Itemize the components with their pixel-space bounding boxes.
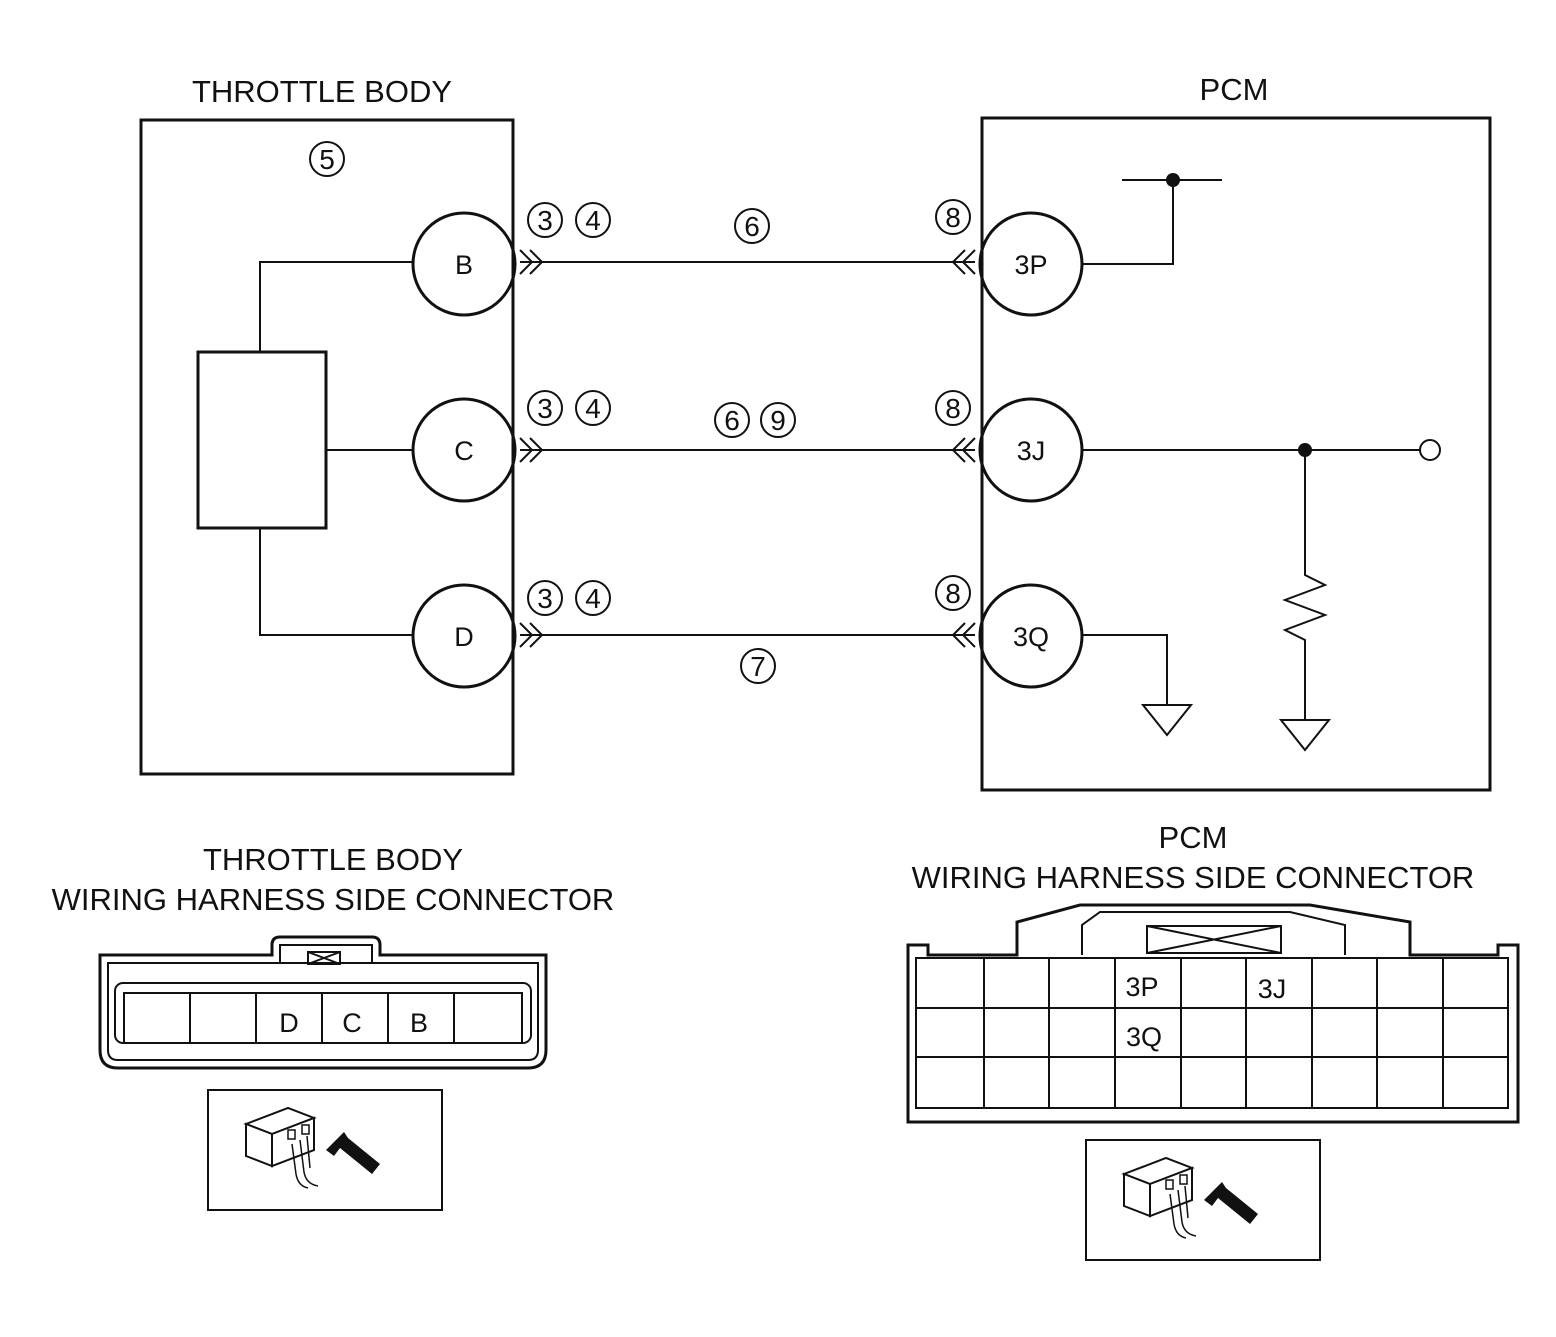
- tb-terminal-c: C: [342, 1008, 362, 1038]
- pcm-terminal-3q: 3Q: [1126, 1022, 1162, 1052]
- throttle-sensor-element: [196, 350, 328, 530]
- wire-internal-b: [259, 261, 414, 352]
- step-6-marker: 6: [734, 208, 770, 244]
- ground-icon: [1140, 704, 1194, 737]
- pin-d: D: [411, 583, 517, 689]
- svg-text:3Q: 3Q: [1013, 622, 1049, 652]
- svg-text:3J: 3J: [1017, 436, 1046, 466]
- harness-side-view-icon: [1085, 1139, 1321, 1261]
- pin-b: B: [411, 211, 517, 317]
- wire-d-3q: [519, 622, 976, 648]
- svg-text:9: 9: [770, 405, 786, 436]
- ground-icon: [1278, 719, 1332, 752]
- resistor-icon: [1282, 450, 1328, 720]
- step-8-marker: 8: [935, 199, 971, 235]
- pcm-terminal-3p: 3P: [1125, 972, 1158, 1002]
- throttle-body-title: THROTTLE BODY: [192, 74, 452, 109]
- step-8-marker: 8: [935, 390, 971, 426]
- pcm-connector-face: 3P 3J 3Q: [906, 903, 1520, 1124]
- svg-text:6: 6: [724, 405, 740, 436]
- pin-c: C: [411, 397, 517, 503]
- step-3-marker: 3: [527, 580, 563, 616]
- pcm-title: PCM: [1200, 72, 1269, 107]
- svg-text:5: 5: [319, 144, 335, 175]
- pcm-3p-supply-line: [1082, 180, 1174, 265]
- svg-text:8: 8: [945, 578, 961, 609]
- pcm-connector-subtitle: WIRING HARNESS SIDE CONNECTOR: [912, 860, 1475, 895]
- pin-3p: 3P: [978, 211, 1084, 317]
- wire-c-3j: [519, 437, 976, 463]
- svg-text:B: B: [455, 250, 473, 280]
- svg-text:3: 3: [537, 393, 553, 424]
- tb-connector-title: THROTTLE BODY: [203, 842, 463, 877]
- svg-text:4: 4: [585, 205, 601, 236]
- tb-connector-face: D C B: [98, 935, 548, 1070]
- svg-text:4: 4: [585, 393, 601, 424]
- step-4-marker: 4: [575, 202, 611, 238]
- pin-3j: 3J: [978, 397, 1084, 503]
- step-5-marker: 5: [309, 141, 345, 177]
- pcm-connector-title: PCM: [1159, 820, 1228, 855]
- step-9-marker: 9: [760, 402, 796, 438]
- svg-text:D: D: [454, 622, 474, 652]
- throttle-body-box: [139, 118, 515, 776]
- pin-3q: 3Q: [978, 583, 1084, 689]
- step-3-marker: 3: [527, 390, 563, 426]
- step-8-marker: 8: [935, 575, 971, 611]
- svg-text:8: 8: [945, 393, 961, 424]
- step-6-marker: 6: [714, 402, 750, 438]
- wire-internal-d: [259, 528, 414, 636]
- wire-b-3p: [519, 249, 976, 275]
- svg-text:3P: 3P: [1014, 250, 1047, 280]
- signal-terminal-icon: [1419, 439, 1441, 461]
- svg-text:7: 7: [750, 651, 766, 682]
- pcm-3q-ground-line: [1082, 634, 1168, 705]
- junction-dot: [1166, 173, 1180, 187]
- step-4-marker: 4: [575, 580, 611, 616]
- step-3-marker: 3: [527, 202, 563, 238]
- pcm-box: [980, 116, 1492, 792]
- step-7-marker: 7: [740, 648, 776, 684]
- harness-side-view-icon: [207, 1089, 443, 1211]
- pcm-terminal-3j: 3J: [1258, 974, 1287, 1004]
- tb-connector-subtitle: WIRING HARNESS SIDE CONNECTOR: [52, 882, 615, 917]
- tb-terminal-d: D: [279, 1008, 299, 1038]
- tb-terminal-b: B: [410, 1008, 428, 1038]
- svg-text:4: 4: [585, 583, 601, 614]
- svg-text:6: 6: [744, 211, 760, 242]
- svg-text:3: 3: [537, 205, 553, 236]
- svg-text:3: 3: [537, 583, 553, 614]
- svg-text:C: C: [454, 436, 474, 466]
- svg-text:8: 8: [945, 202, 961, 233]
- step-4-marker: 4: [575, 390, 611, 426]
